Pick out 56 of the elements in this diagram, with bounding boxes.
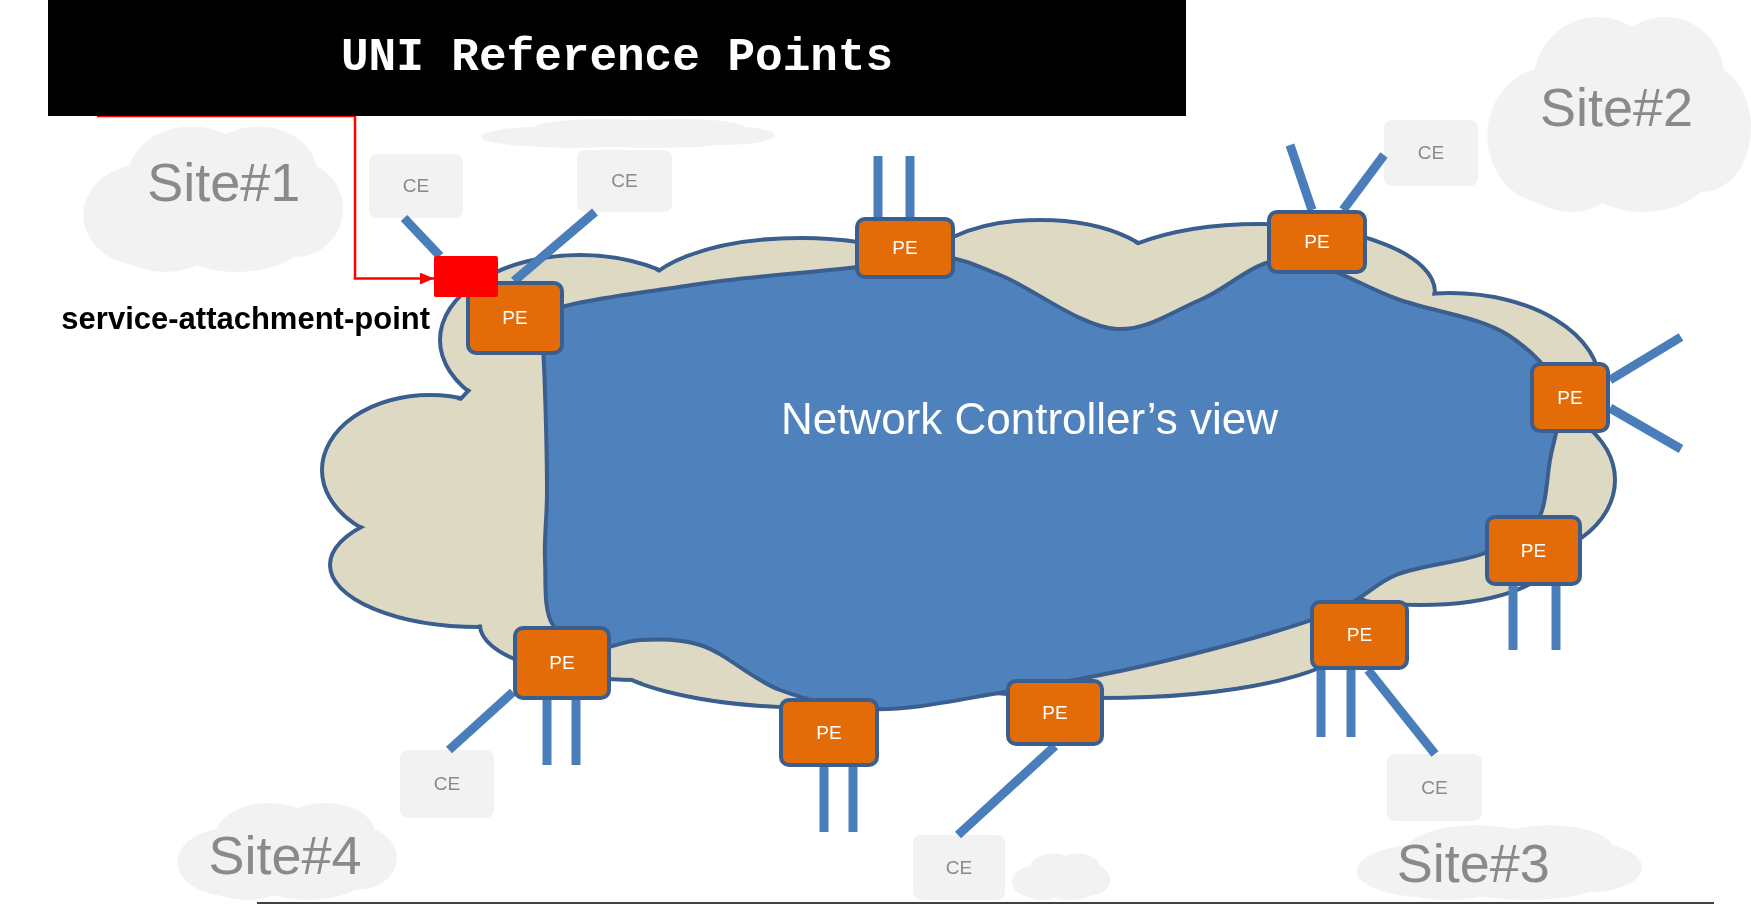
site-label: Site#2 [1539, 80, 1694, 135]
pe-box [855, 217, 955, 279]
pe-label: PE [502, 307, 528, 329]
line-stub [1607, 404, 1684, 453]
pe-label: PE [1346, 624, 1373, 646]
pe-box [466, 281, 564, 355]
ce-box [1387, 754, 1482, 821]
ce-label: CE [1417, 142, 1445, 164]
ce-label: CE [433, 773, 461, 795]
line-stub [905, 156, 915, 217]
pe-box [1267, 210, 1367, 274]
ce-label: CE [402, 175, 430, 197]
pe-box [1006, 679, 1104, 746]
ce-box [1384, 120, 1478, 186]
pe-box [1530, 362, 1610, 433]
ce-box [913, 835, 1005, 900]
line-stub [1607, 333, 1684, 384]
pe-box [1485, 515, 1582, 586]
ce-label: CE [945, 856, 973, 879]
site-label: Site#1 [147, 155, 301, 209]
line-stub [571, 700, 581, 765]
pe-box [513, 626, 611, 700]
view-label: Network Controller’s view [780, 394, 1279, 444]
ce-box [369, 154, 463, 218]
ce-box [400, 750, 494, 818]
pe-label: PE [1304, 231, 1330, 253]
line-stub [1316, 670, 1326, 737]
connection-line [1339, 152, 1388, 213]
ce-box [577, 150, 672, 212]
pe-label: PE [1557, 386, 1583, 409]
line-stub [1346, 670, 1356, 737]
pe-label: PE [1520, 539, 1547, 562]
title-bar [48, 0, 1186, 116]
connection-line [446, 688, 516, 754]
pe-label: PE [816, 721, 842, 744]
line-stub [1285, 143, 1317, 212]
pe-label: PE [1042, 701, 1068, 724]
ce-label: CE [611, 170, 638, 192]
line-stub [819, 767, 829, 832]
arrow [97, 114, 434, 285]
site-label: Site#3 [1396, 836, 1550, 891]
pe-box [1310, 600, 1409, 670]
line-stub [848, 767, 858, 832]
line-stub [542, 700, 552, 765]
ce-label: CE [1421, 776, 1448, 799]
line-stub [1551, 586, 1561, 650]
line-stub [1508, 586, 1518, 650]
pe-box [779, 698, 879, 767]
attachment-point-marker [434, 256, 498, 297]
pe-label: PE [892, 237, 918, 259]
attachment-point-label: service-attachment-point [61, 303, 430, 334]
title-text: UNI Reference Points [340, 32, 894, 84]
line-stub [873, 156, 883, 217]
pe-label: PE [549, 652, 575, 674]
connection-line [1364, 667, 1439, 757]
site-label: Site#4 [208, 828, 362, 882]
